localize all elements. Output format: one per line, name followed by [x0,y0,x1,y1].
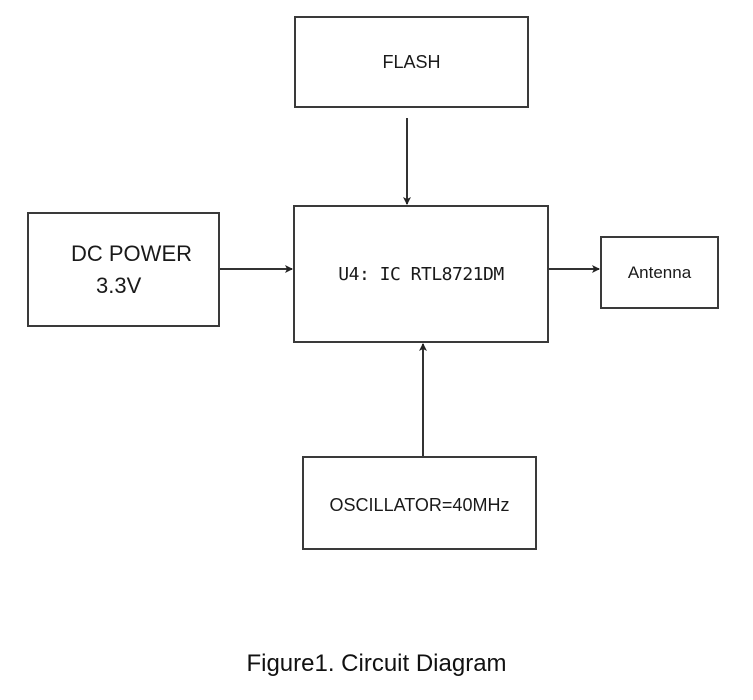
oscillator-block: OSCILLATOR=40MHz [302,456,537,550]
antenna-block: Antenna [600,236,719,309]
figure-caption: Figure1. Circuit Diagram [246,650,507,677]
flash-block: FLASH [294,16,529,108]
antenna-label: Antenna [627,262,692,282]
chip-label: U4: IC RTL8721DM [338,263,504,285]
dc-power-label: DC POWER [71,240,192,266]
flash-label: FLASH [382,51,441,72]
dc-power-block: DC POWER 3.3V [27,212,220,327]
dc-power-voltage: 3.3V [96,272,142,298]
chip-block: U4: IC RTL8721DM [293,205,549,343]
oscillator-label: OSCILLATOR=40MHz [329,494,510,515]
